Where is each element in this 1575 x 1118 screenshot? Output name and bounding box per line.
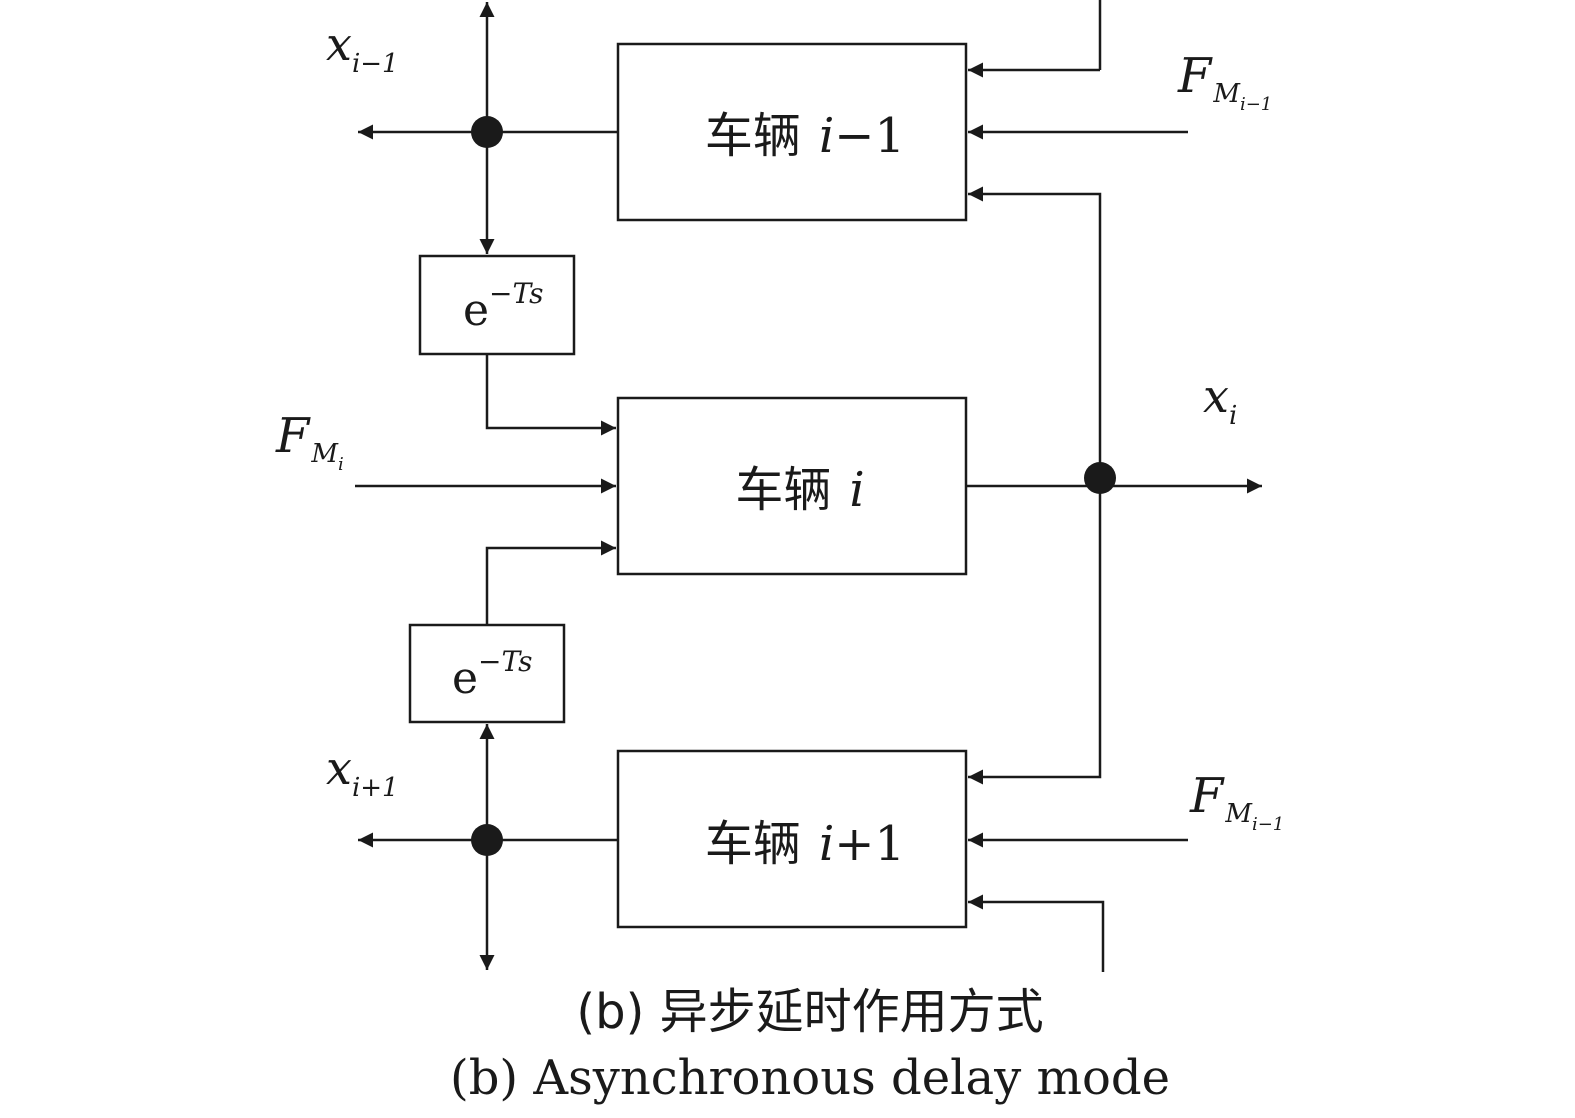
junction-dot-prev	[471, 116, 503, 148]
delay-label-bottom: e−Ts	[452, 645, 533, 704]
junction-dot-next	[471, 824, 503, 856]
force-next-label: FMi−1	[1189, 768, 1284, 835]
delay-label-top: e−Ts	[463, 277, 544, 336]
wire-delay-bottom-out	[485, 540, 616, 625]
x-current-label: xi	[1203, 369, 1237, 431]
delay-block-top	[418, 254, 576, 356]
wire-bottom-input	[968, 894, 1105, 972]
x-next-label: xi+1	[326, 741, 399, 803]
wire-delay-top-out	[485, 354, 616, 436]
force-prev-label: FMi−1	[1177, 48, 1272, 115]
junction-dot-current	[1084, 462, 1116, 494]
wire-feedback-up	[968, 186, 1102, 486]
x-prev-label: xi−1	[326, 17, 399, 79]
force-current-label: FMi	[275, 408, 344, 475]
caption-chinese: (b) 异步延时作用方式	[576, 984, 1043, 1040]
caption-english: (b) Asynchronous delay mode	[450, 1050, 1170, 1106]
wire-feedback-down	[968, 486, 1102, 785]
